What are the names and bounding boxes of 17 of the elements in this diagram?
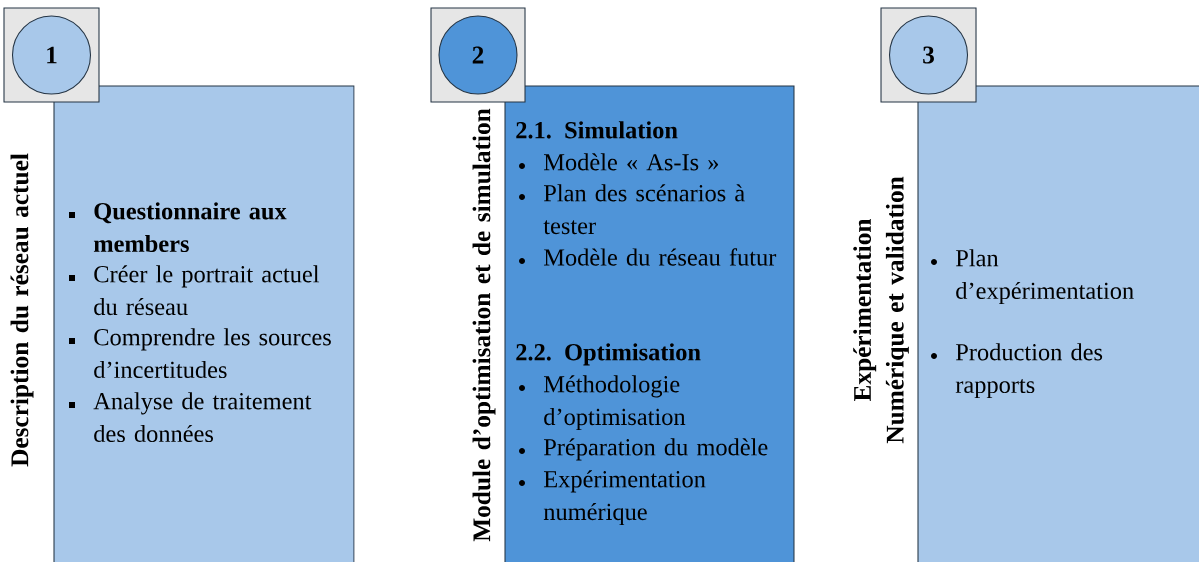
bullet-item: Plan d’expérimentation (956, 249, 1134, 305)
section-heading: 2.2. Optimisation (516, 343, 701, 366)
bullet-item: Comprendre les sources d’incertitudes (94, 328, 331, 379)
vertical-title: Module d’optimisation et de simulation (472, 108, 496, 542)
bullet-item: Production des rapports (955, 343, 1103, 399)
vertical-title: Expérimentation Numérique et validation (853, 176, 909, 444)
bullet-item: Analyse de traitement des données (93, 392, 312, 443)
bullet-item: Modèle « As-Is » (544, 153, 719, 171)
bullet-item: Questionnaire aux members (93, 202, 287, 253)
bullet-item: Plan des scénarios à tester (543, 184, 745, 235)
bullet-item: Méthodologie d’optimisation (544, 375, 686, 431)
bullet-item: Créer le portrait actuel du réseau (94, 265, 320, 316)
bullet-item: Expérimentation numérique (543, 470, 706, 526)
bullet-item: Préparation du modèle (544, 438, 768, 461)
bullet-item: Modèle du réseau futur (544, 248, 777, 266)
section-heading: 2.1. Simulation (516, 121, 678, 139)
vertical-title: Description du réseau actuel (10, 153, 34, 467)
